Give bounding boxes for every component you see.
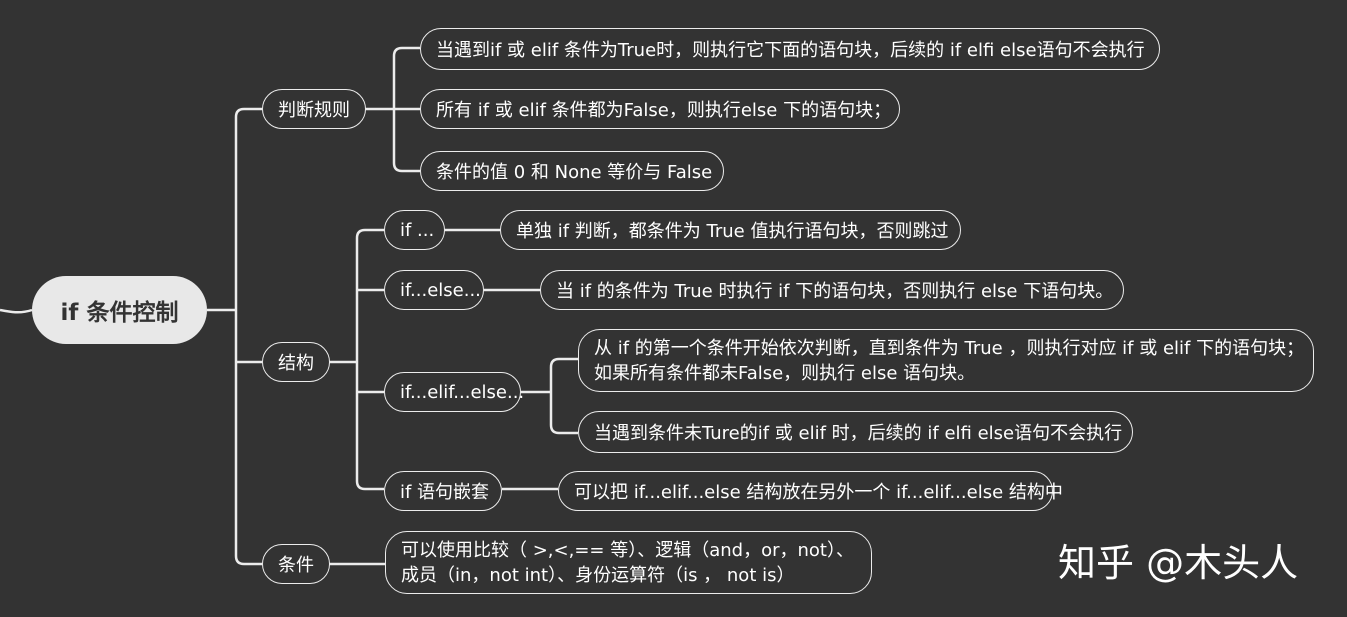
nested-if-node[interactable]: if 语句嵌套 xyxy=(384,471,502,511)
rule-label: 判断规则 xyxy=(278,100,350,121)
condition-node[interactable]: 条件 xyxy=(262,544,330,584)
rule-item-1[interactable]: 当遇到if 或 elif 条件为True时，则执行它下面的语句块，后续的 if … xyxy=(420,28,1160,70)
nested-if-desc[interactable]: 可以把 if...elif...else 结构放在另外一个 if...elif.… xyxy=(558,471,1063,511)
structure-connector-line xyxy=(328,228,384,491)
if-desc[interactable]: 单独 if 判断，都条件为 True 值执行语句块，否则跳过 xyxy=(500,210,961,250)
if-node[interactable]: if ... xyxy=(384,210,445,250)
if-elif-else-desc-2[interactable]: 当遇到条件未Ture的if 或 elif 时，后续的 if elfi else语… xyxy=(578,411,1133,453)
if-else-desc[interactable]: 当 if 的条件为 True 时执行 if 下的语句块，否则执行 else 下语… xyxy=(540,270,1124,310)
rule-item-3[interactable]: 条件的值 0 和 None 等价与 False xyxy=(420,151,724,191)
condition-label: 条件 xyxy=(278,555,314,576)
condition-desc[interactable]: 可以使用比较（ >,<,== 等）、逻辑（and，or，not）、 成员（in，… xyxy=(385,531,872,594)
rule-node[interactable]: 判断规则 xyxy=(262,89,366,129)
rule-item-2[interactable]: 所有 if 或 elif 条件都为False，则执行else 下的语句块； xyxy=(420,89,900,129)
watermark: 知乎 @木头人 xyxy=(1058,541,1299,585)
root-incoming-line xyxy=(0,308,33,314)
if-elif-else-desc-1[interactable]: 从 if 的第一个条件开始依次判断，直到条件为 True ，则执行对应 if 或… xyxy=(578,329,1314,392)
if-else-node[interactable]: if...else... xyxy=(384,270,484,310)
root-node[interactable]: if 条件控制 xyxy=(32,276,207,344)
if-elif-else-node[interactable]: if...elif...else... xyxy=(384,372,524,412)
structure-label: 结构 xyxy=(278,353,314,374)
trunk-vertical-line xyxy=(234,107,245,566)
rule-connector-line xyxy=(364,46,420,173)
structure-node[interactable]: 结构 xyxy=(262,342,330,382)
